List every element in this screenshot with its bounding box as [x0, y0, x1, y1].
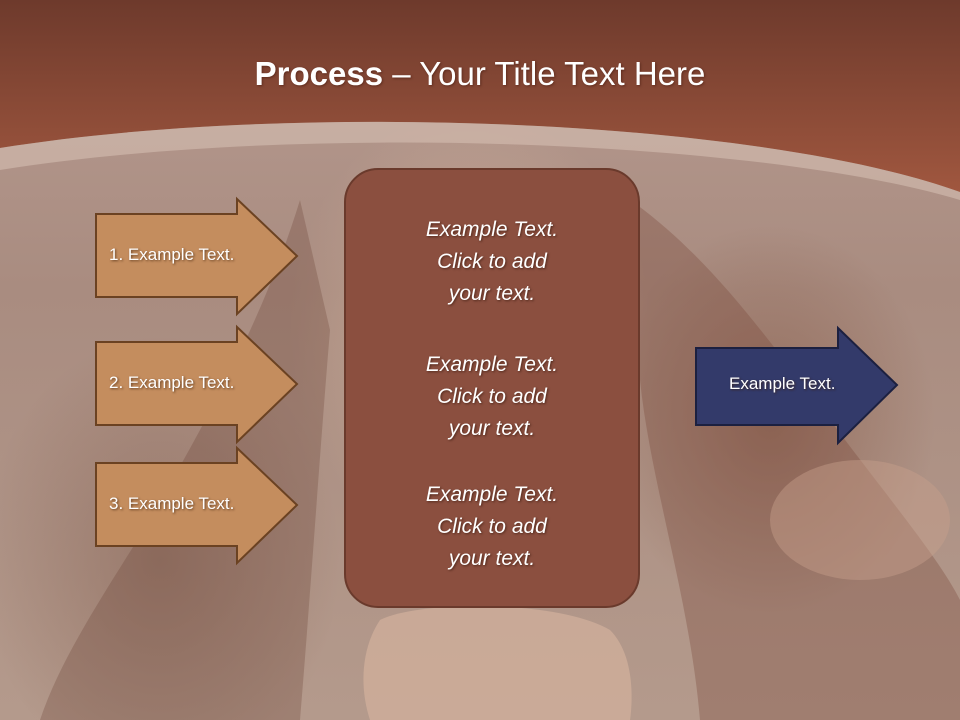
center-text-box[interactable]: Example Text. Click to add your text. Ex… — [344, 168, 640, 608]
output-arrow-label: Example Text. — [729, 374, 836, 393]
center-paragraph-1: Example Text. Click to add your text. — [346, 214, 638, 310]
center-paragraph-2-line-2: Click to add — [437, 385, 547, 408]
step-arrow-1[interactable]: 1. Example Text. — [95, 196, 300, 317]
center-paragraph-1-line-1: Example Text. — [425, 218, 559, 241]
title-rest-part: – Your Title Text Here — [383, 55, 706, 92]
center-paragraph-3-line-1: Example Text. — [425, 483, 559, 506]
center-paragraph-1-line-2: Click to add — [437, 250, 547, 273]
step-arrow-1-label: 1. Example Text. — [109, 245, 235, 264]
center-paragraph-2: Example Text. Click to add your text. — [346, 349, 638, 445]
step-arrow-3-label: 3. Example Text. — [109, 494, 235, 513]
center-paragraph-2-line-3: your text. — [448, 417, 536, 440]
title-bold-part: Process — [254, 55, 384, 92]
step-arrow-3[interactable]: 3. Example Text. — [95, 445, 300, 566]
center-paragraph-3: Example Text. Click to add your text. — [346, 479, 638, 575]
step-arrow-2-label: 2. Example Text. — [109, 373, 235, 392]
center-paragraph-1-line-3: your text. — [448, 282, 536, 305]
step-arrow-2[interactable]: 2. Example Text. — [95, 324, 300, 445]
center-paragraph-2-line-1: Example Text. — [425, 353, 559, 376]
output-arrow[interactable]: Example Text. — [695, 325, 900, 446]
step-arrow-1-shape — [95, 196, 299, 317]
slide-title: Process – Your Title Text Here — [0, 52, 960, 96]
output-arrow-shape — [695, 325, 899, 446]
center-paragraph-3-line-3: your text. — [448, 547, 536, 570]
center-paragraph-3-line-2: Click to add — [437, 515, 547, 538]
header-band — [0, 0, 960, 200]
step-arrow-2-shape — [95, 324, 299, 445]
step-arrow-3-shape — [95, 445, 299, 566]
